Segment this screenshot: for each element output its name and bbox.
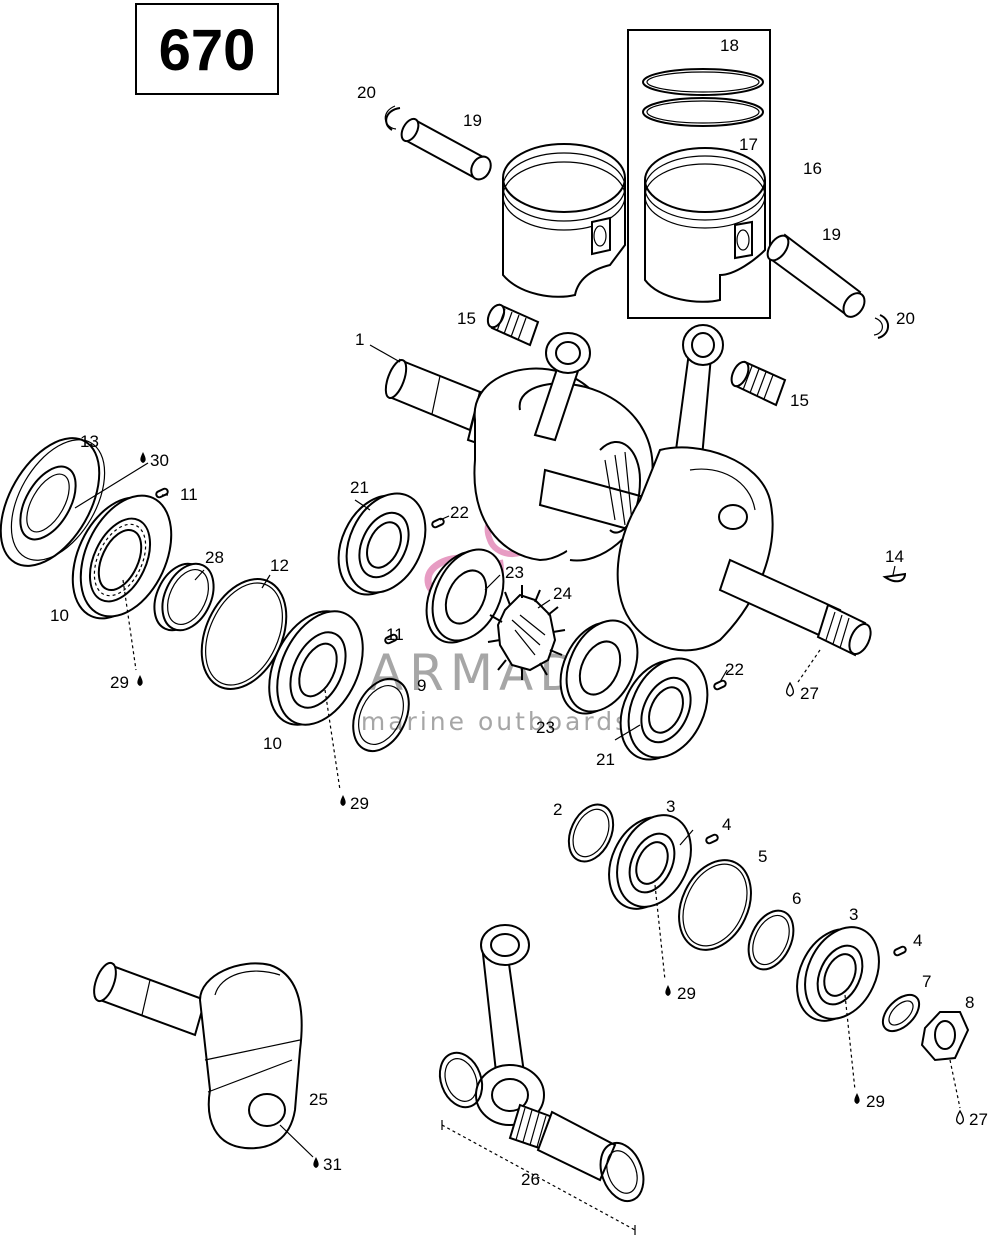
oil-drop-icons <box>137 452 965 1168</box>
page-number-box: 670 <box>135 3 279 95</box>
gear-24 <box>487 585 566 680</box>
leader-lines <box>74 344 961 1158</box>
ball-bearing-3-upper <box>608 814 692 910</box>
bearing-23-lower <box>559 619 639 715</box>
callout-14: 14 <box>885 547 904 566</box>
callout-1: 1 <box>355 330 364 349</box>
callout-27-right: 27 <box>800 684 819 703</box>
dowel-pin-4-lower <box>893 945 907 957</box>
callout-15-right: 15 <box>790 391 809 410</box>
callout-10-center: 10 <box>263 734 282 753</box>
callout-3-lower: 3 <box>849 905 858 924</box>
spacer-28 <box>153 562 215 632</box>
callout-4-lower: 4 <box>913 931 922 950</box>
callout-17: 17 <box>739 135 758 154</box>
callout-30: 30 <box>150 451 169 470</box>
lock-washer-7 <box>881 993 921 1033</box>
callout-4-upper: 4 <box>722 815 731 834</box>
oil-drop-icon <box>313 1157 319 1168</box>
callout-3-upper: 3 <box>666 797 675 816</box>
callout-2: 2 <box>553 800 562 819</box>
callout-22-top: 22 <box>450 503 469 522</box>
callout-29-center: 29 <box>350 794 369 813</box>
callout-28: 28 <box>205 548 224 567</box>
callout-20-left: 20 <box>357 83 376 102</box>
callout-29-right: 29 <box>677 984 696 1003</box>
callout-23-upper: 23 <box>505 563 524 582</box>
piston-left <box>502 143 626 298</box>
callout-15-left: 15 <box>457 309 476 328</box>
piston-pin-left <box>400 117 492 181</box>
piston-ring-17 <box>642 97 764 127</box>
oil-drop-icon <box>665 985 671 996</box>
oil-drop-icon <box>340 795 346 806</box>
oil-drop-icon <box>854 1093 860 1104</box>
piston-ring-18 <box>642 68 764 96</box>
ball-bearing-21-upper <box>337 492 427 596</box>
ring-9 <box>352 677 410 753</box>
callout-19-right: 19 <box>822 225 841 244</box>
nut-8 <box>920 1011 970 1062</box>
ball-bearing-10-left <box>71 494 173 620</box>
callout-16: 16 <box>803 159 822 178</box>
dowel-pin-22-bottom <box>713 679 727 691</box>
callout-10-left: 10 <box>50 606 69 625</box>
ring-2 <box>567 803 615 863</box>
dowel-pin-4-upper <box>705 833 719 845</box>
ring-6 <box>747 909 795 971</box>
callout-23-lower: 23 <box>536 718 555 737</box>
circlip-left <box>384 105 401 131</box>
oil-drop-outline-icon <box>785 681 795 697</box>
callout-11-top: 11 <box>180 485 198 504</box>
dowel-pin-11-mid <box>384 633 398 645</box>
callout-13: 13 <box>80 432 99 451</box>
oil-drop-icon <box>140 452 146 463</box>
oil-drop-outline-icon <box>955 1109 965 1125</box>
callout-27-lower: 27 <box>969 1110 988 1129</box>
crankshaft-half-25 <box>93 961 303 1150</box>
callout-21-lower: 21 <box>596 750 615 769</box>
callout-29-lower: 29 <box>866 1092 885 1111</box>
callout-12: 12 <box>270 556 289 575</box>
callout-18: 18 <box>720 36 739 55</box>
ball-bearing-10-center <box>268 610 364 726</box>
ball-bearing-3-lower <box>796 926 880 1022</box>
piston-kit-box <box>627 29 771 319</box>
callout-24: 24 <box>553 584 572 603</box>
connecting-rod-kit-26 <box>438 924 645 1235</box>
page-number: 670 <box>159 18 256 83</box>
callout-29-left: 29 <box>110 673 129 692</box>
dowel-pin-22-top <box>431 517 445 529</box>
o-ring-5 <box>678 859 752 951</box>
callout-8: 8 <box>965 993 974 1012</box>
callout-21-upper: 21 <box>350 478 369 497</box>
callout-11-mid: 11 <box>386 625 404 644</box>
woodruff-key-14 <box>882 572 907 583</box>
oil-drop-icon <box>137 675 143 686</box>
dowel-pin-11-top <box>155 487 169 499</box>
callout-labels: 1 2 3 3 4 4 5 6 7 8 9 10 10 11 11 12 13 … <box>50 36 988 1189</box>
needle-bearing-left <box>486 303 540 347</box>
piston-pin-right <box>766 233 866 318</box>
crankshaft-assembly <box>384 324 872 657</box>
oil-seal-13 <box>0 437 106 567</box>
callout-5: 5 <box>758 847 767 866</box>
callout-31: 31 <box>323 1155 342 1174</box>
callout-22-bottom: 22 <box>725 660 744 679</box>
needle-bearing-right <box>730 360 787 407</box>
ball-bearing-21-lower <box>619 657 709 761</box>
callout-7: 7 <box>922 972 931 991</box>
callout-20-right: 20 <box>896 309 915 328</box>
piston-right <box>644 147 766 303</box>
callout-19-left: 19 <box>463 111 482 130</box>
bearing-23-upper <box>425 548 505 644</box>
circlip-right <box>873 314 889 339</box>
callout-9: 9 <box>417 676 426 695</box>
callout-6: 6 <box>792 889 801 908</box>
callout-25: 25 <box>309 1090 328 1109</box>
callout-26: 26 <box>521 1170 540 1189</box>
